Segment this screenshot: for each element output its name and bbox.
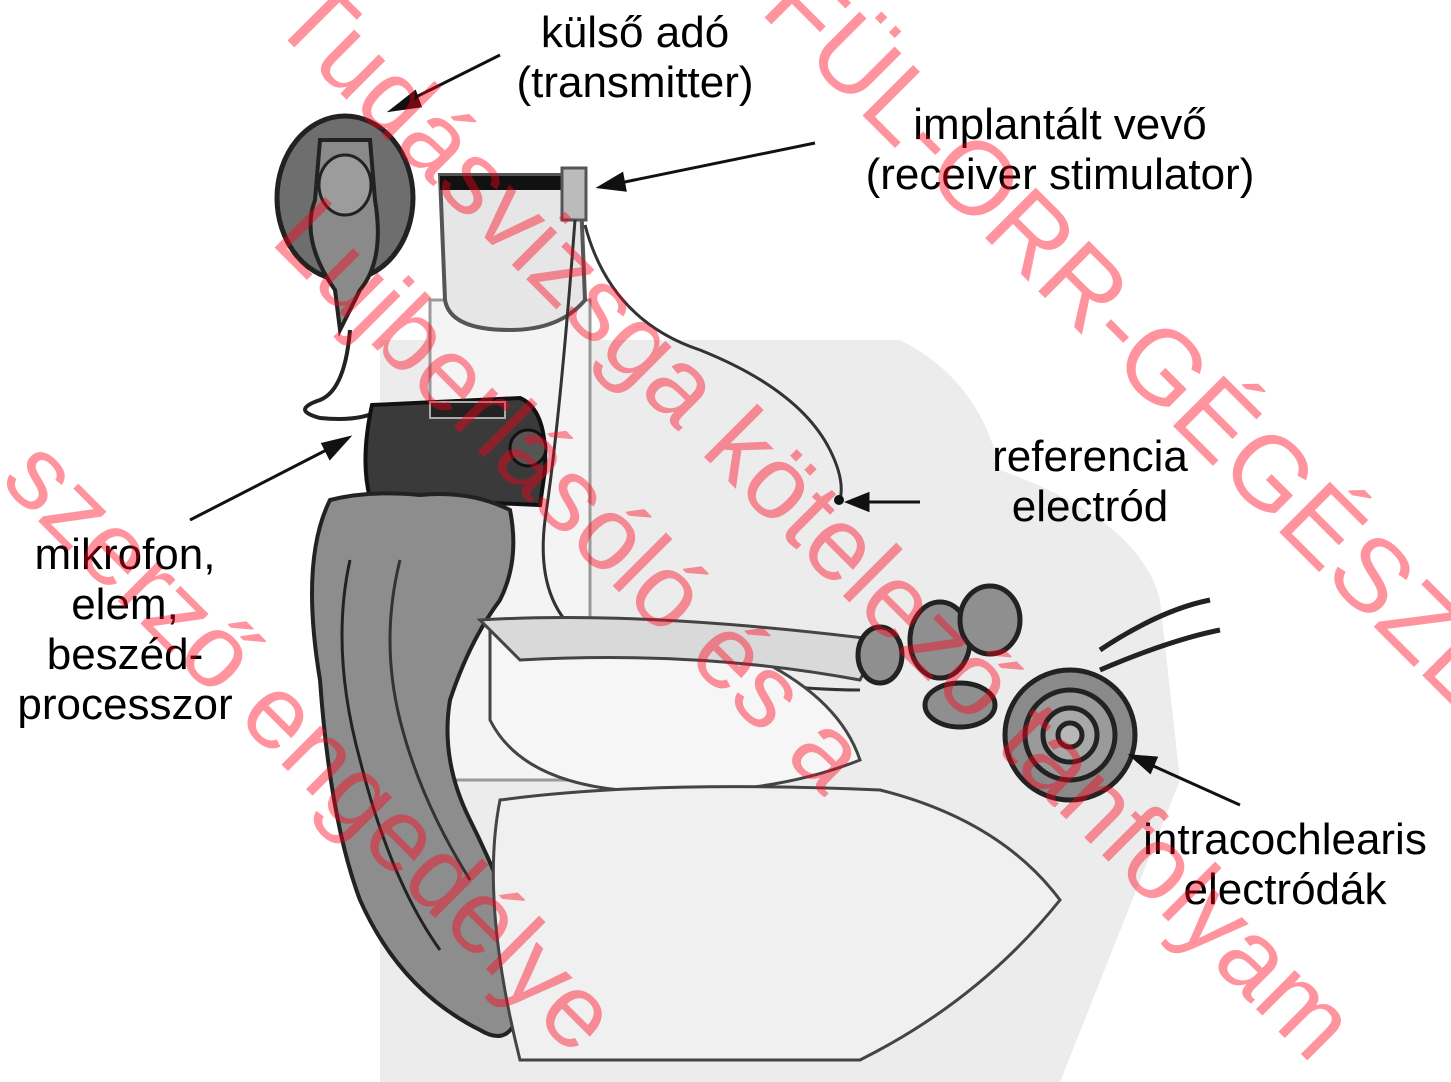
label-external-transmitter: külső adó (transmitter) (500, 8, 770, 108)
label-line: (transmitter) (500, 58, 770, 108)
label-line: electród (960, 482, 1220, 532)
label-line: külső adó (500, 8, 770, 58)
